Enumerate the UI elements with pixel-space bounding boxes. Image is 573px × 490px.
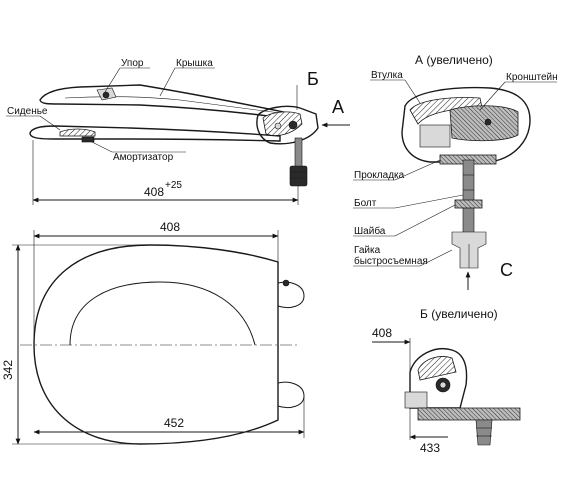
seat-top-outline xyxy=(33,244,279,445)
label-kryshka: Крышка xyxy=(176,58,213,69)
detail-b-title: Б (увеличено) xyxy=(420,307,498,321)
dim-b-upper-value: 408 xyxy=(372,326,392,340)
marker-a: А xyxy=(332,97,344,117)
side-bolt xyxy=(289,137,308,187)
hinge-lug-lower xyxy=(277,381,305,409)
side-view xyxy=(6,67,350,205)
label-upor: Упор xyxy=(121,58,144,69)
kronshtein-part xyxy=(449,105,519,142)
label-prokladka: Прокладка xyxy=(354,170,405,181)
detail-b-stud xyxy=(475,419,493,446)
label-bolt: Болт xyxy=(354,198,377,209)
top-view xyxy=(12,230,305,445)
marker-b: Б xyxy=(307,69,319,89)
dim-top-width-value: 408 xyxy=(160,220,180,234)
damper-part xyxy=(81,136,95,143)
detail-a xyxy=(353,79,557,290)
marker-c: С xyxy=(500,260,513,280)
dim-top-length-value: 452 xyxy=(164,416,184,430)
detail-a-title: А (увеличено) xyxy=(415,53,493,67)
dim-side-length-value: 408 xyxy=(144,185,164,199)
dim-side-tolerance: +25 xyxy=(165,180,182,191)
label-gaika-2: быстросъемная xyxy=(354,255,428,267)
label-gaika-1: Гайка xyxy=(354,245,381,256)
bolt-part xyxy=(462,159,475,236)
label-sidenie: Сиденье xyxy=(7,106,48,117)
detail-b-base xyxy=(417,407,521,421)
stopper-part xyxy=(96,87,117,101)
dim-top-height-value: 342 xyxy=(1,360,15,380)
shaiba-part xyxy=(454,199,483,209)
detail-b-hinge xyxy=(409,348,468,409)
dim-b-lower-value: 433 xyxy=(420,441,440,455)
lid-outline xyxy=(39,84,299,121)
label-shaiba: Шайба xyxy=(354,225,386,237)
hinge-block xyxy=(256,105,319,145)
detail-b xyxy=(372,338,521,446)
label-amortizator: Амортизатор xyxy=(113,152,174,163)
lid-inner-line xyxy=(64,96,281,114)
label-kronshtein: Кронштейн xyxy=(506,72,558,83)
detail-b-seat xyxy=(404,391,428,409)
label-vtulka: Втулка xyxy=(371,70,403,81)
seat-opening xyxy=(69,281,256,346)
seat-rib xyxy=(59,128,96,137)
hinge-lug-upper xyxy=(277,281,305,309)
detail-a-housing xyxy=(401,86,531,163)
